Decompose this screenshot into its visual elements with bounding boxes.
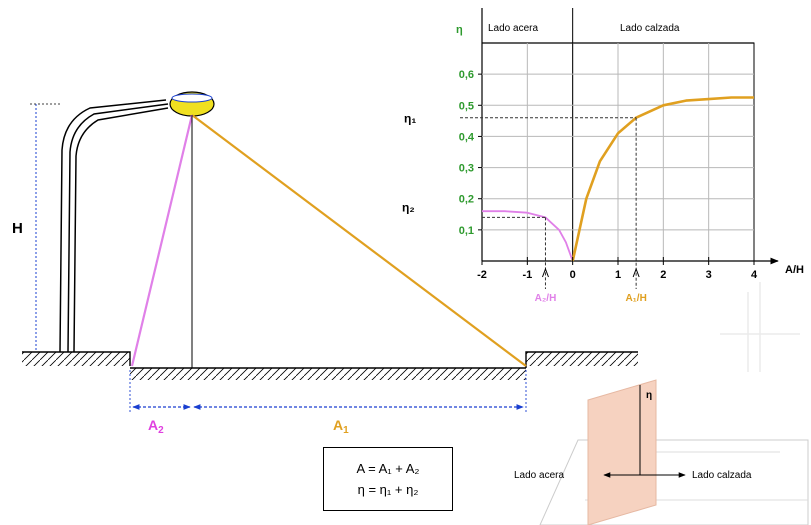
faint-background-marks [720,282,800,372]
y-tick-label: 0,5 [459,100,474,112]
x-axis-label: A/H [785,264,804,276]
a1-ratio-label: A₁/H [625,293,646,304]
x-tick-label: -1 [522,269,532,281]
chart-ticks: -2 -1 0 1 2 3 4 0,1 0,2 0,3 0,4 0,5 0,6 [459,69,758,281]
inset-label-left: Lado acera [514,470,564,481]
inset-light-plane [587,379,657,525]
road-curve [571,96,754,262]
luminaire [169,91,215,117]
y-tick-label: 0,4 [459,131,475,143]
formula-area: A = A₁ + A₂ [356,461,420,476]
inset-eta-label: η [646,390,652,401]
x-tick-label: 2 [660,269,666,281]
sidewalk-right-edge [525,351,638,368]
utilization-chart: η₁ η₂ A₁/H A₂/H -2 -1 0 1 2 3 4 0,1 0,2 0,3 0,4 0,5 0,6… [402,8,804,304]
y-tick-label: 0,3 [459,163,474,175]
a1-label: A1 [333,417,349,436]
x-tick-label: 4 [751,269,758,281]
chart-grid [482,8,754,261]
inset-sketch: η Lado acera Lado calzada [514,379,809,525]
formula-eta: η = η₁ + η₂ [357,482,419,497]
region-right-label: Lado calzada [620,23,680,34]
a1-arrow [632,267,640,278]
x-tick-label: 0 [570,269,576,281]
sidewalk-left-edge [22,351,131,366]
formula-box: A = A₁ + A₂ η = η₁ + η₂ [323,447,453,511]
eta1-label: η₁ [404,112,416,126]
a2-label: A2 [148,417,164,436]
height-label: H [12,220,23,237]
sidewalk-right-hatch [526,352,638,366]
x-tick-label: -2 [477,269,487,281]
road-hatch [130,368,526,380]
height-dimension: H [12,103,60,350]
eta2-label: η₂ [402,201,415,215]
y-tick-label: 0,2 [459,194,474,206]
x-tick-label: 3 [706,269,712,281]
x-tick-label: 1 [615,269,621,281]
y-axis-label: η [456,24,463,36]
light-line-sidewalk [130,114,194,367]
a2-ratio-label: A₂/H [535,293,557,304]
inset-label-right: Lado calzada [692,470,752,481]
y-tick-label: 0,1 [459,225,474,237]
width-dimensions: A2 A1 [129,370,527,436]
sidewalk-left-hatch [22,352,130,366]
region-left-label: Lado acera [488,23,538,34]
lamp-post [59,99,169,353]
street-section [22,351,638,380]
y-tick-label: 0,6 [459,69,474,81]
a2-arrow [541,267,549,278]
chart-guides: η₁ η₂ A₁/H A₂/H [402,112,647,304]
light-line-road [191,114,527,367]
